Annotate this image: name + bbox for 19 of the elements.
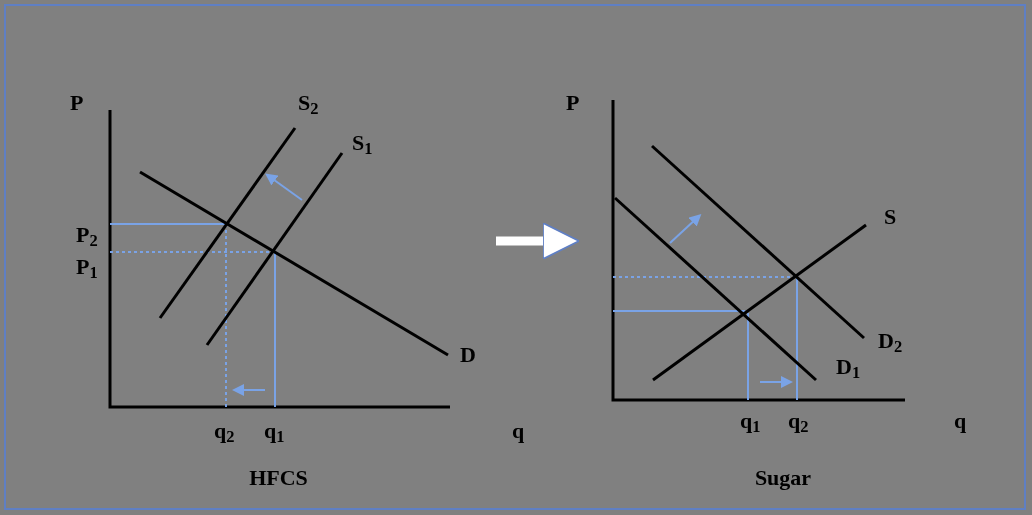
arrow	[496, 222, 580, 260]
axis-label: S$_{2}$	[298, 92, 319, 114]
axis-label: q	[512, 420, 525, 442]
axis-label: S$_{1}$	[352, 132, 373, 154]
axis-label: S	[884, 206, 897, 228]
axis-label: P	[70, 92, 84, 114]
axis-label: D$_{1}$	[836, 356, 861, 378]
axis-label: D$_{2}$	[878, 330, 903, 352]
graph-caption: HFCS	[249, 467, 308, 489]
axis-label: q$_{1}$	[264, 420, 285, 442]
axis-label: P$_{1}$	[76, 256, 98, 278]
axis-label: q$_{2}$	[788, 410, 809, 432]
axis-label: q$_{1}$	[740, 410, 761, 432]
graph-caption: Sugar	[754, 467, 812, 489]
axis-label: P	[566, 92, 580, 114]
axis-label: q$_{2}$	[214, 420, 235, 442]
axis-label: q	[954, 410, 967, 432]
axis-label: D	[460, 344, 476, 366]
axis-label: P$_{2}$	[76, 224, 98, 246]
